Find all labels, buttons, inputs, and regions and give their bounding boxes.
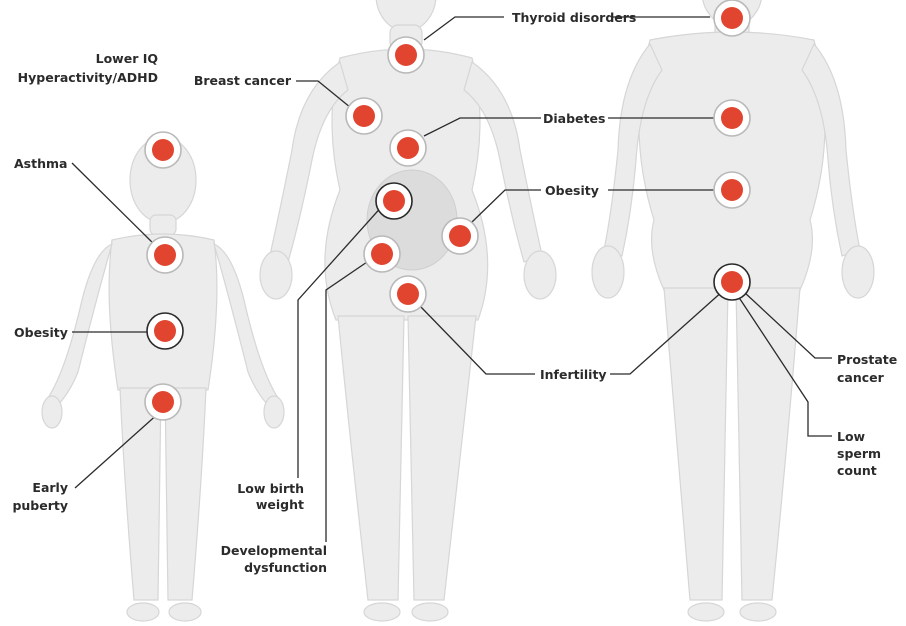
label-low-sperm-2: sperm <box>837 446 881 461</box>
label-prostate-2: cancer <box>837 370 885 385</box>
marker-man-diabetes <box>714 100 750 136</box>
label-low-birth-weight-1: Low birth <box>237 481 304 496</box>
marker-woman-lowbirth <box>376 183 412 219</box>
label-low-sperm-3: count <box>837 463 877 478</box>
marker-child-chest <box>147 237 183 273</box>
label-infertility: Infertility <box>540 367 607 382</box>
label-low-sperm-1: Low <box>837 429 866 444</box>
label-developmental-2: dysfunction <box>244 560 327 575</box>
man-figure <box>592 0 874 621</box>
label-early-puberty-1: Early <box>32 480 68 495</box>
marker-woman-infertility <box>390 276 426 312</box>
marker-woman-thyroid <box>388 37 424 73</box>
label-lower-iq: Lower IQ <box>96 51 158 66</box>
marker-man-groin <box>714 264 750 300</box>
label-thyroid: Thyroid disorders <box>512 10 636 25</box>
label-adhd: Hyperactivity/ADHD <box>18 70 158 85</box>
marker-man-obesity <box>714 172 750 208</box>
label-developmental-1: Developmental <box>221 543 327 558</box>
marker-woman-obesity <box>442 218 478 254</box>
marker-woman-developmental <box>364 236 400 272</box>
marker-man-thyroid <box>714 0 750 36</box>
label-early-puberty-2: puberty <box>12 498 68 513</box>
label-diabetes: Diabetes <box>543 111 605 126</box>
marker-woman-breast <box>346 98 382 134</box>
marker-child-belly <box>147 313 183 349</box>
label-breast-cancer: Breast cancer <box>194 73 292 88</box>
label-low-birth-weight-2: weight <box>256 497 304 512</box>
marker-child-head <box>145 132 181 168</box>
label-asthma: Asthma <box>14 156 67 171</box>
marker-woman-diabetes <box>390 130 426 166</box>
label-child-obesity: Obesity <box>14 325 68 340</box>
label-woman-obesity: Obesity <box>545 183 599 198</box>
label-prostate-1: Prostate <box>837 352 897 367</box>
marker-child-groin <box>145 384 181 420</box>
